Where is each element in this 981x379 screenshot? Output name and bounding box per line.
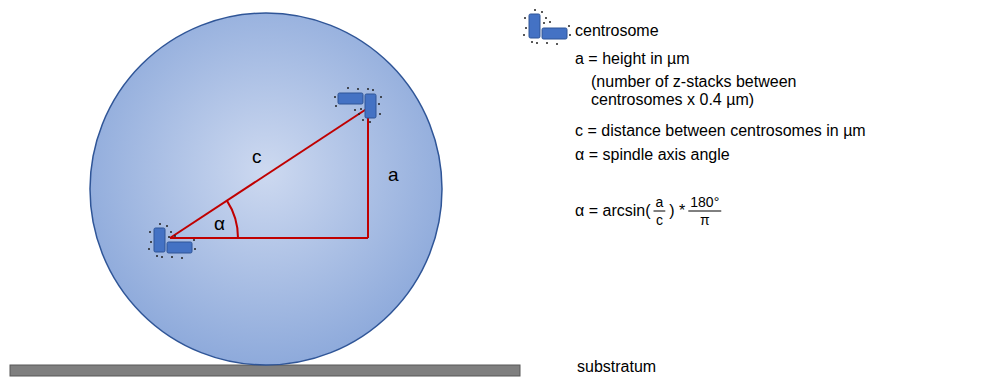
centrosome-symbol	[334, 87, 382, 123]
fraction-bar	[688, 211, 721, 212]
formula-numerator: a	[656, 194, 664, 210]
side-label: c	[252, 146, 262, 168]
definition-note: (number of z-stacks between centrosomes …	[591, 73, 851, 110]
cell-outline	[90, 13, 442, 365]
legend-text: centrosome	[575, 22, 659, 40]
formula-denominator: π	[700, 212, 710, 228]
definition-text: a = height in µm	[575, 50, 690, 68]
formula-numerator: 180°	[690, 194, 719, 210]
fraction-bar	[654, 211, 666, 212]
legend-centrosome-symbol	[523, 9, 571, 45]
substratum-bar	[10, 365, 520, 376]
formula-text: ) *	[669, 202, 685, 220]
formula-text: α = arcsin(	[575, 202, 651, 220]
angle-label: α	[214, 213, 225, 235]
side-label: a	[388, 164, 399, 186]
spindle-triangle	[170, 108, 368, 238]
definition-text: α = spindle axis angle	[575, 146, 730, 164]
definition-text: c = distance between centrosomes in µm	[575, 122, 866, 140]
formula-denominator: c	[656, 212, 663, 228]
centrosome-symbol	[148, 223, 196, 259]
substratum-label: substratum	[577, 358, 656, 376]
